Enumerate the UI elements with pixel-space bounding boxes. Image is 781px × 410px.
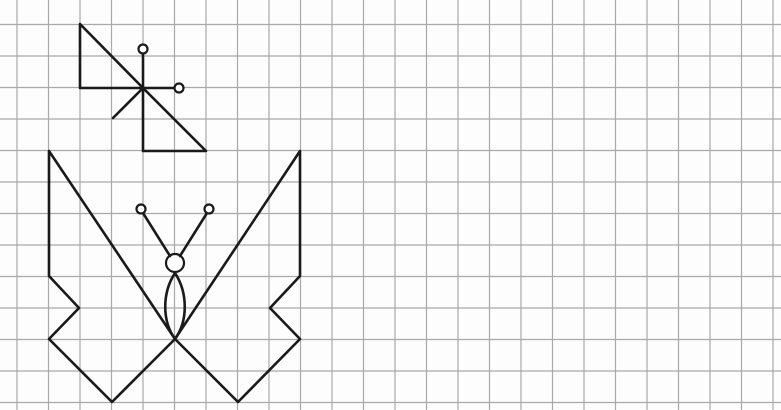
large-butterfly-antenna-left: [143, 213, 170, 256]
large-butterfly-antenna-tip-right: [205, 205, 214, 214]
small-butterfly-body-stroke: [113, 88, 143, 118]
large-butterfly-antenna-right: [180, 213, 207, 256]
large-butterfly-head: [166, 254, 184, 272]
small-butterfly-antenna-tip-right: [175, 84, 184, 93]
large-butterfly-antenna-tip-left: [137, 205, 146, 214]
small-butterfly-antenna-tip-up: [139, 45, 148, 54]
